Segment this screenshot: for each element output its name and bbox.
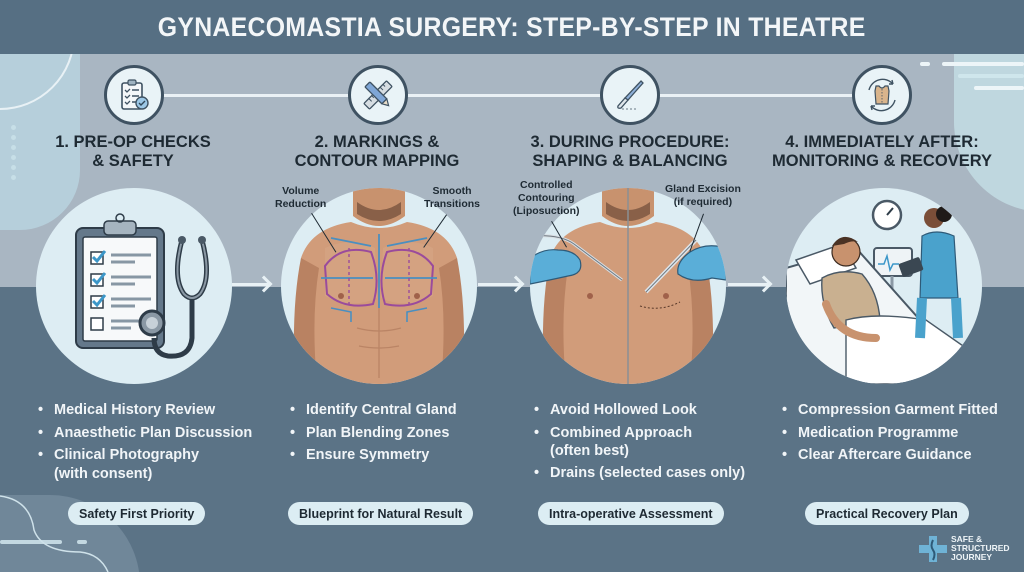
bullet-item: Plan Blending Zones (290, 422, 457, 445)
step-2-bullets: Identify Central Gland Plan Blending Zon… (290, 399, 457, 467)
decorative-line (77, 540, 87, 544)
step-1-bullets: Medical History Review Anaesthetic Plan … (38, 399, 252, 485)
step-3-summary-pill: Intra-operative Assessment (538, 502, 724, 525)
callout-smooth-transitions: Smooth Transitions (424, 185, 481, 210)
bullet-item: Drains (selected cases only) (534, 462, 745, 485)
step-1-summary-pill: Safety First Priority (68, 502, 206, 525)
bullet-item: Ensure Symmetry (290, 444, 457, 467)
bullet-item: Clear Aftercare Guidance (782, 444, 998, 467)
bullet-item: Avoid Hollowed Look (534, 399, 745, 422)
scalpel-icon (617, 80, 644, 110)
bullet-item: Compression Garment Fitted (782, 399, 998, 422)
bullet-item: Identify Central Gland (290, 399, 457, 422)
compression-vest-icon (868, 78, 896, 112)
step-3-bullets: Avoid Hollowed Look Combined Approach(of… (534, 399, 745, 485)
ruler-pencil-icon (363, 80, 393, 110)
callout-volume-reduction: Volume Reduction (275, 185, 327, 210)
step-4-bullets: Compression Garment Fitted Medication Pr… (782, 399, 998, 467)
step-2-icon-badge (348, 65, 408, 125)
callout-controlled-contouring: Controlled Contouring (Liposuction) (513, 179, 580, 217)
decorative-curve (0, 495, 109, 572)
page-title: GYNAECOMASTIA SURGERY: STEP-BY-STEP IN T… (158, 11, 866, 42)
timeline-connector (134, 94, 894, 97)
step-2-title: 2. MARKINGS & CONTOUR MAPPING (294, 133, 460, 170)
clipboard-check-icon (121, 79, 149, 110)
step-3-icon-badge (600, 65, 660, 125)
title-bar: GYNAECOMASTIA SURGERY: STEP-BY-STEP IN T… (0, 0, 1024, 54)
decorative-dots (11, 125, 16, 180)
step-4-summary-pill: Practical Recovery Plan (805, 502, 969, 525)
bullet-item: Anaesthetic Plan Discussion (38, 422, 252, 445)
step-arrow-1 (232, 274, 273, 294)
step-arrow-3 (728, 274, 773, 294)
recovery-illustration (786, 199, 982, 384)
step-3-illustration (530, 188, 726, 384)
step-3-title: 3. DURING PROCEDURE: SHAPING & BALANCING (530, 133, 730, 170)
marked-chest-illustration (291, 188, 467, 384)
step-4-title: 4. IMMEDIATELY AFTER: MONITORING & RECOV… (771, 133, 993, 170)
step-1-icon-badge (104, 65, 164, 125)
step-4-icon-badge (852, 65, 912, 125)
medical-cross-icon (919, 535, 947, 562)
step-2-summary-pill: Blueprint for Natural Result (288, 502, 474, 525)
step-4-illustration (786, 188, 982, 384)
decorative-line (0, 540, 62, 544)
bullet-item: Combined Approach(often best) (534, 422, 745, 461)
clipboard-stethoscope-illustration (75, 213, 209, 359)
step-arrow-2 (478, 274, 525, 294)
brand-logo: SAFE & STRUCTURED JOURNEY (919, 535, 1010, 562)
step-1-illustration (36, 188, 232, 384)
bullet-item: Medical History Review (38, 399, 252, 422)
bullet-item: Clinical Photography(with consent) (38, 444, 252, 483)
decorative-lines-right (914, 60, 1024, 100)
step-1-title: 1. PRE-OP CHECKS & SAFETY (55, 133, 211, 170)
procedure-illustration (530, 188, 726, 384)
bullet-item: Medication Programme (782, 422, 998, 445)
callout-gland-excision: Gland Excision (if required) (665, 183, 741, 208)
step-2-illustration (281, 188, 477, 384)
